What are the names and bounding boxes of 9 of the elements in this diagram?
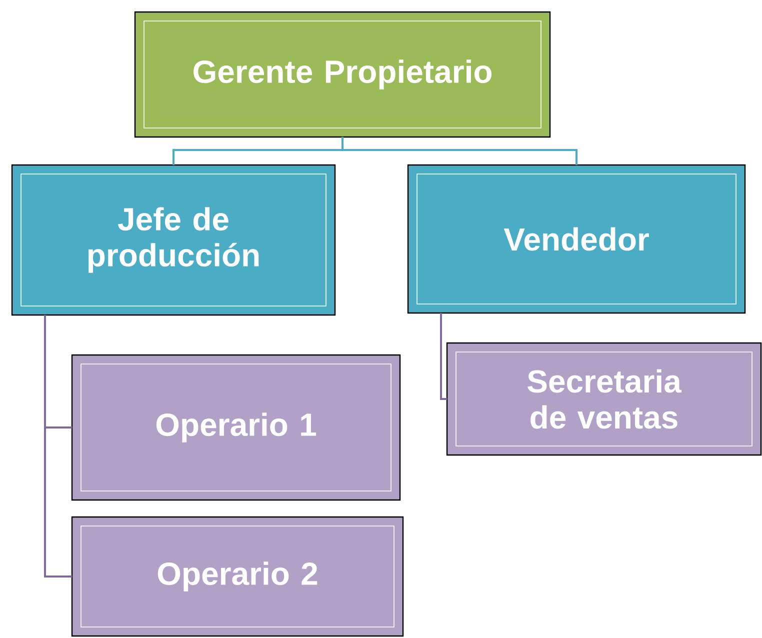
org-box: Gerente Propietario — [134, 11, 551, 138]
org-box: Operario 2 — [71, 516, 404, 637]
org-box: Vendedor — [407, 164, 746, 314]
connector-line — [440, 313, 447, 400]
org-box: Secretaria de ventas — [446, 342, 762, 456]
connector-line — [342, 137, 578, 165]
org-box: Operario 1 — [71, 354, 401, 501]
org-box: Jefe de producción — [11, 164, 336, 316]
connector-line — [44, 315, 72, 578]
